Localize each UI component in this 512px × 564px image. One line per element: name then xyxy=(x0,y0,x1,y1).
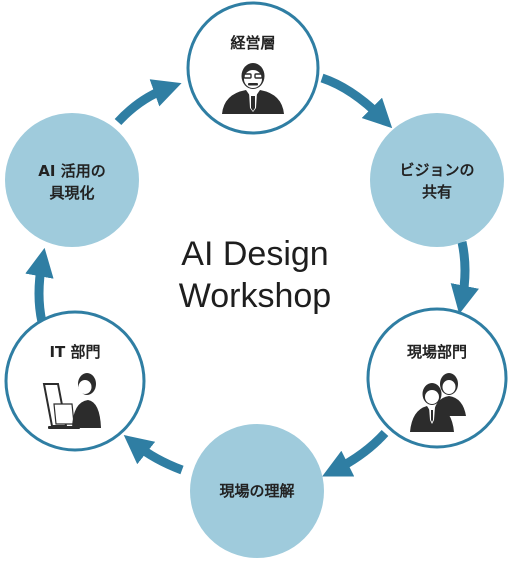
node-executives: 経営層 xyxy=(186,1,320,135)
node-ai-embody: AI 活用の 具現化 xyxy=(5,113,139,247)
node-vision: ビジョンの 共有 xyxy=(370,113,504,247)
center-title-line1: AI Design xyxy=(181,235,328,273)
node-it-dept: IT 部門 xyxy=(4,310,146,452)
arrow-vision-to-field-dept xyxy=(450,241,479,315)
node-vision-label-line2: 共有 xyxy=(422,183,452,201)
node-field-dept: 現場部門 xyxy=(366,307,508,449)
node-ai-embody-label-line2: 具現化 xyxy=(49,184,94,202)
node-field-dept-label: 現場部門 xyxy=(407,343,467,361)
node-field-understanding: 現場の理解 xyxy=(190,424,324,558)
arrow-ai-embody-to-executives xyxy=(114,79,182,126)
businessman-icon xyxy=(222,63,284,114)
arrow-it-to-ai-embody xyxy=(25,247,54,323)
node-field-understanding-label: 現場の理解 xyxy=(219,482,294,500)
node-it-dept-label: IT 部門 xyxy=(49,343,100,361)
node-vision-label-line1: ビジョンの xyxy=(399,161,474,179)
arrow-field-dept-to-understanding xyxy=(322,429,389,477)
arrow-understanding-to-it xyxy=(123,435,184,475)
arrow-executives-to-vision xyxy=(320,73,393,129)
team-icon xyxy=(410,373,466,432)
node-ai-embody-label-line1: AI 活用の xyxy=(38,162,105,180)
laptop-user-icon xyxy=(42,373,101,429)
node-executives-label: 経営層 xyxy=(230,34,275,52)
center-title-line2: Workshop xyxy=(179,277,331,315)
